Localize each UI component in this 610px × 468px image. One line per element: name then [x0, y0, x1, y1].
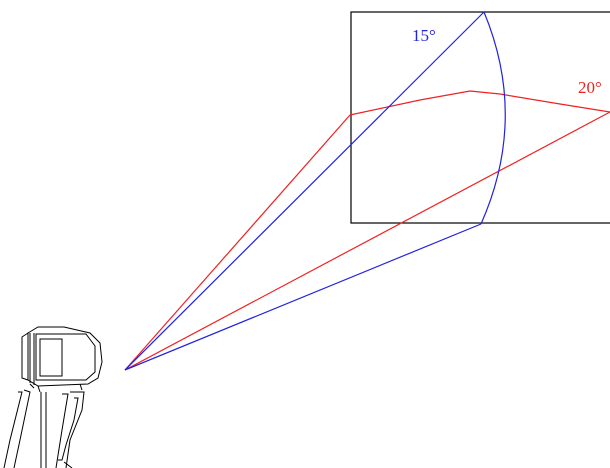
- wide-angle-label: 20°: [578, 78, 602, 97]
- wide-fov-upper-ray: [124, 114, 351, 371]
- wide-fov-lower-ray: [124, 111, 610, 371]
- wide-fov-arc: [349, 90, 610, 116]
- wide-fov: [124, 90, 610, 371]
- thermal-camera-icon: [3, 326, 103, 468]
- narrow-fov-lower-ray: [124, 223, 482, 371]
- narrow-fov-upper-ray: [124, 11, 485, 371]
- narrow-angle-label: 15°: [412, 26, 436, 45]
- target-frame: [350, 11, 610, 224]
- narrow-fov: [124, 11, 506, 371]
- narrow-fov-arc: [480, 11, 506, 225]
